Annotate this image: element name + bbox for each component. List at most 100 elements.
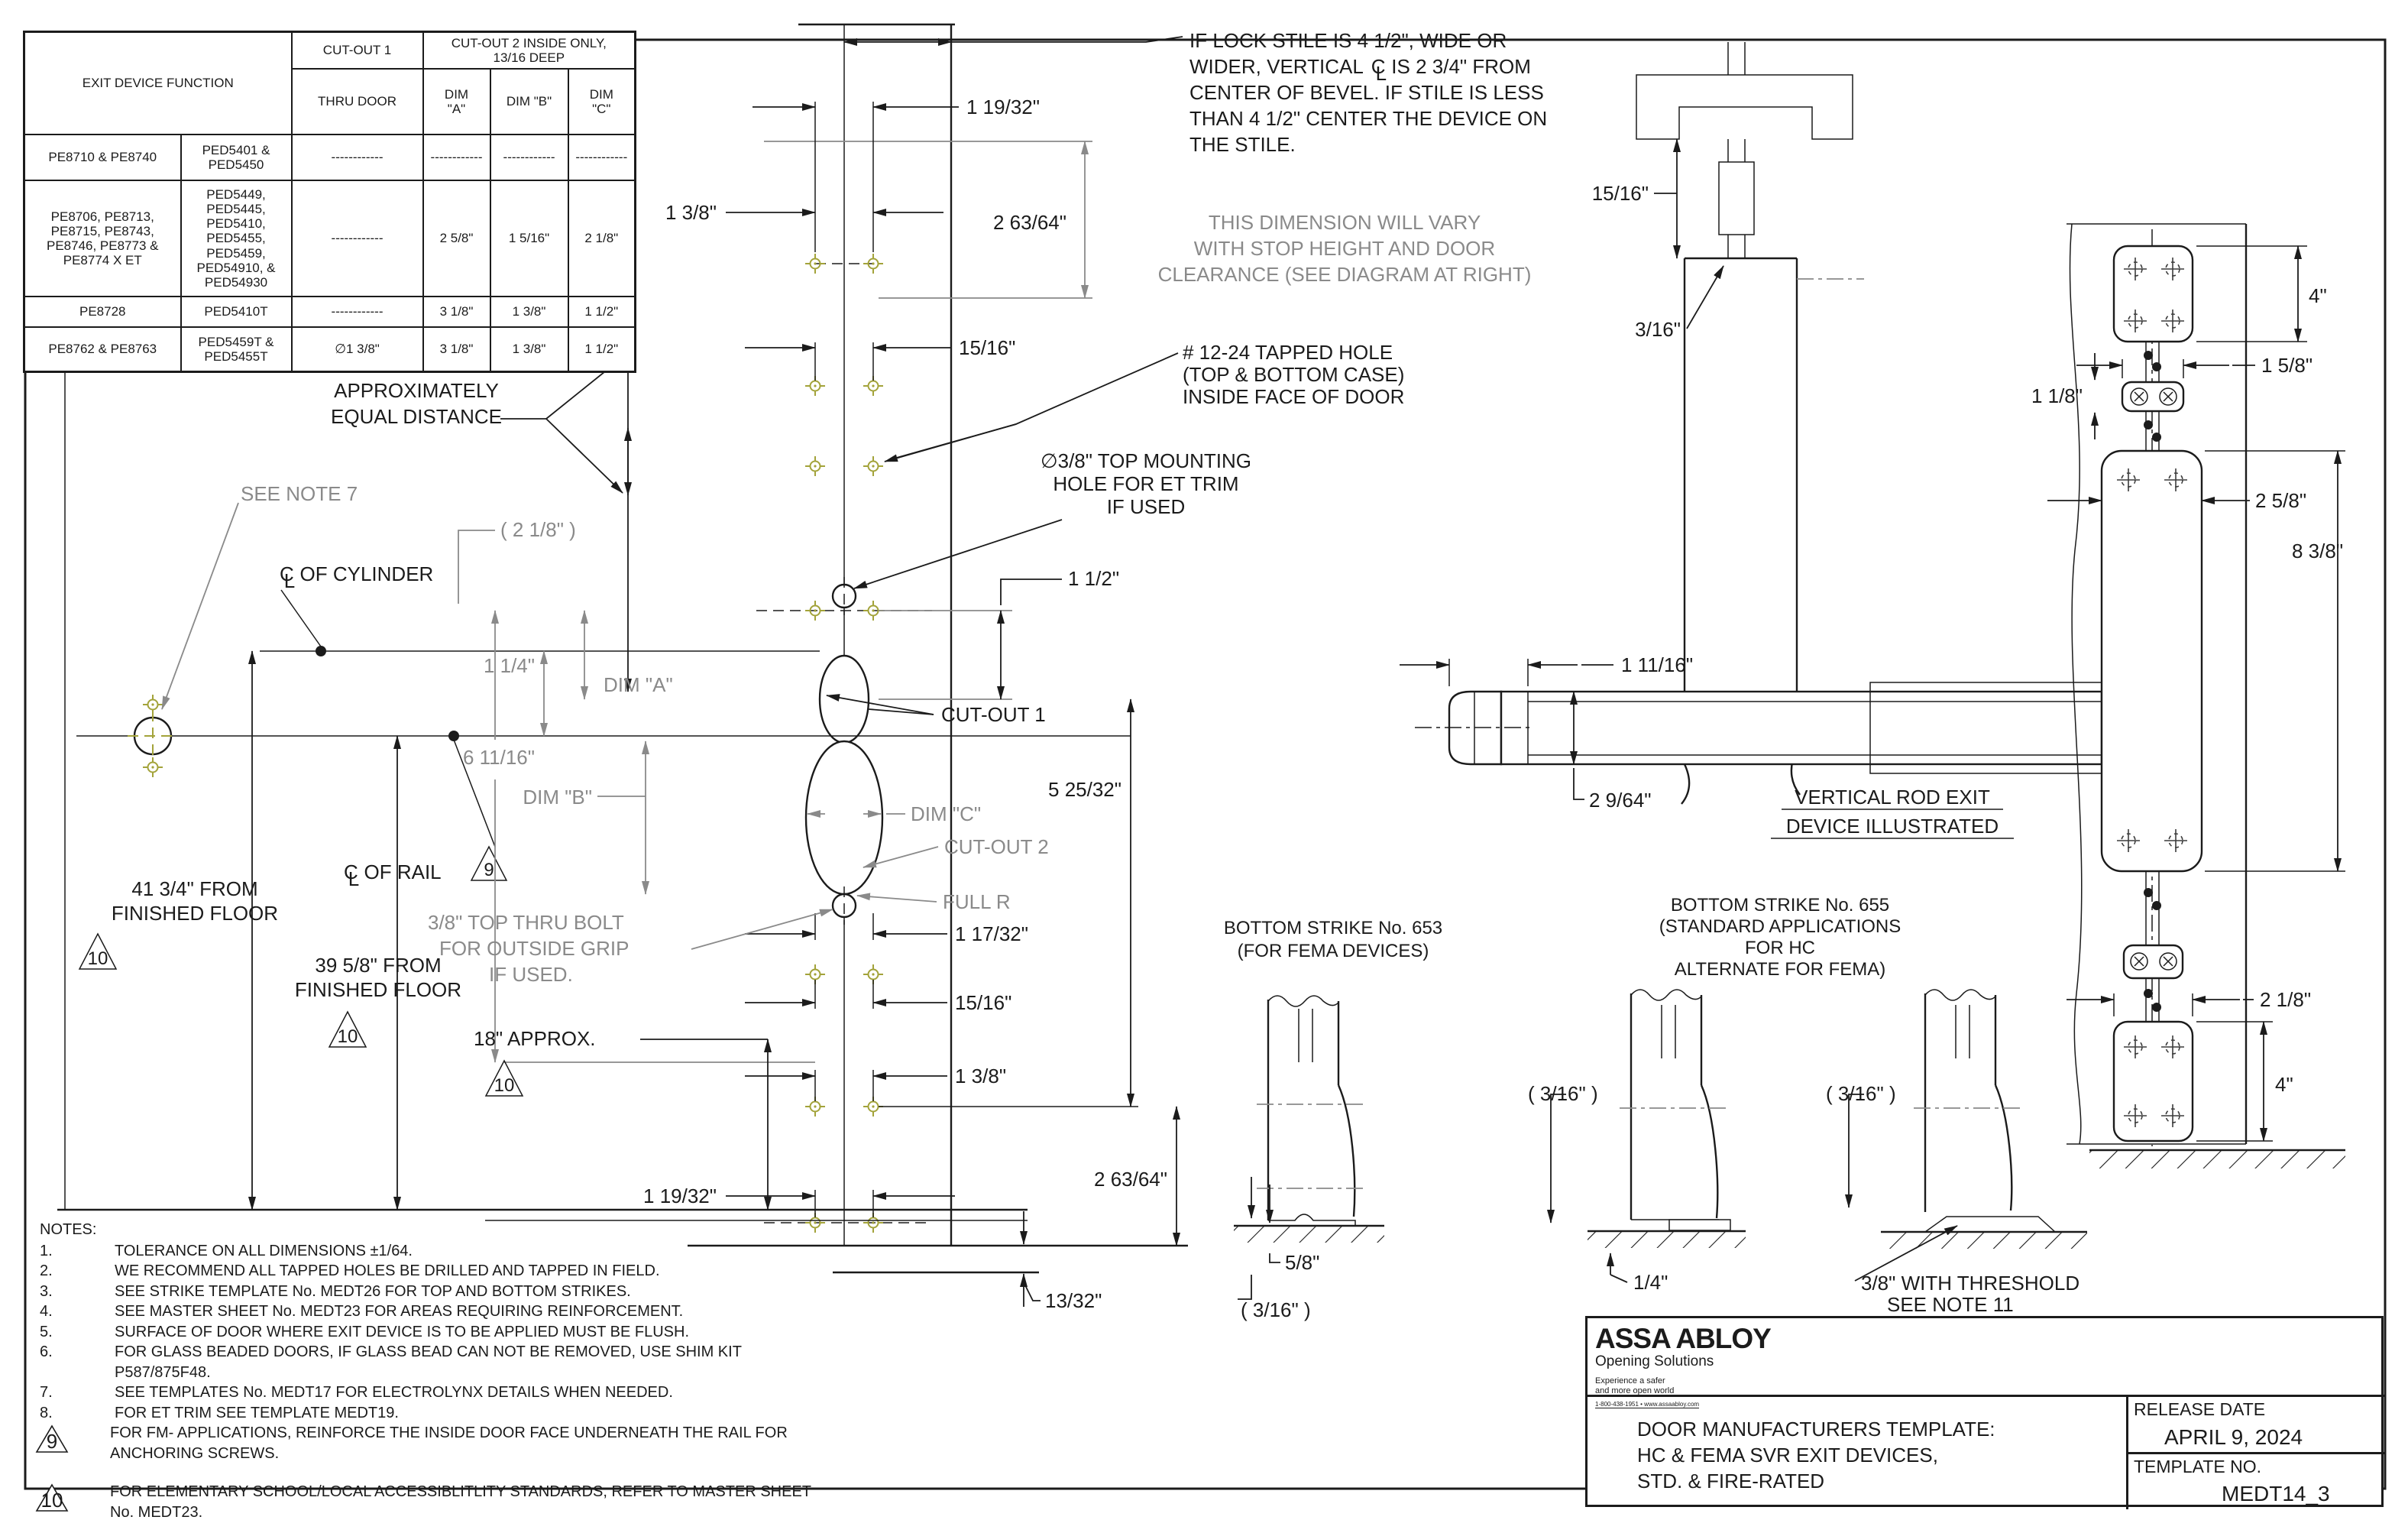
threshold-note-line1: 3/8" WITH THRESHOLD [1861, 1272, 2079, 1295]
cl-of-cylinder-label: CL OF CYLINDER [280, 562, 433, 592]
table-row: PE8706, PE8713, PE8715, PE8743, PE8746, … [23, 180, 636, 297]
note-item-3: 3.SEE STRIKE TEMPLATE No. MEDT26 FOR TOP… [40, 1282, 631, 1300]
mounting-hole-icon [863, 253, 884, 274]
mounting-hole-icon [804, 455, 826, 477]
tapped-hole-line3: INSIDE FACE OF DOOR [1183, 385, 1404, 408]
threshold-note-line2: SEE NOTE 11 [1887, 1293, 2014, 1316]
cutout1-label: CUT-OUT 1 [941, 703, 1046, 726]
approx-equal-line1: APPROXIMATELY [334, 379, 499, 402]
door-edge-wavy [2069, 223, 2083, 1145]
floor39-line2: FINISHED FLOOR [295, 978, 461, 1001]
svg-text:10: 10 [88, 948, 108, 969]
rail-side-view: 1 11/16" 2 9/64" VERTICAL ROD EXIT DEVIC… [1400, 653, 2103, 839]
triangle-marker-10c: 10 [484, 1059, 524, 1097]
thrubolt-line2: FOR OUTSIDE GRIP [439, 937, 629, 960]
full-r-label: FULL R [943, 890, 1011, 913]
bottom-strike-655: BOTTOM STRIKE No. 655 (STANDARD APPLICAT… [1528, 895, 2087, 1316]
note-item-7: 7.SEE TEMPLATES No. MEDT17 FOR ELECTROLY… [40, 1384, 673, 1401]
strike653-dim-3-16: ( 3/16" ) [1241, 1298, 1311, 1321]
strike655-dim-3-16-b: ( 3/16" ) [1826, 1082, 1896, 1105]
threshold-profile [1887, 1216, 2056, 1233]
thrubolt-line1: 3/8" TOP THRU BOLT [428, 911, 624, 934]
header-cutout1: CUT-OUT 1 [290, 31, 424, 70]
approx-equal-line2: EQUAL DISTANCE [331, 405, 502, 428]
note-item-1: 1.TOLERANCE ON ALL DIMENSIONS ±1/64. [40, 1242, 413, 1259]
strike653-dim-5-8: 5/8" [1285, 1251, 1319, 1274]
mounting-hole-icon [804, 253, 826, 274]
floor41-line1: 41 3/4" FROM [131, 877, 257, 900]
vertical-rod-caption1: VERTICAL ROD EXIT [1795, 786, 1990, 809]
mounting-hole-icon [863, 455, 884, 477]
lock-stile-l4: THAN 4 1/2" CENTER THE DEVICE ON [1189, 107, 1547, 130]
vrod-dim-2-1-8: 2 1/8" [2260, 988, 2311, 1011]
floor39-line1: 39 5/8" FROM [315, 954, 441, 977]
bottom-rod-plate [2112, 1020, 2194, 1142]
brand-name: ASSA ABLOY [1595, 1323, 1772, 1354]
dim-c-label: DIM "C" [911, 802, 981, 825]
strike-653-foot [1268, 1214, 1356, 1226]
vrod-dim-8-3-8: 8 3/8" [2292, 540, 2343, 562]
lock-stile-note: IF LOCK STILE IS 4 1/2", WIDE OR WIDER, … [1189, 29, 1547, 156]
header-cutout2: CUT-OUT 2 INSIDE ONLY,13/16 DEEP [422, 31, 636, 70]
top-latch-case [1718, 161, 1755, 235]
svg-text:10: 10 [41, 1489, 63, 1512]
rail-dim-1-11-16: 1 11/16" [1621, 653, 1693, 676]
brand-sub: Opening Solutions [1595, 1353, 1714, 1369]
note-item-4: 4.SEE MASTER SHEET No. MEDT23 FOR AREAS … [40, 1303, 684, 1320]
thrubolt-line3: IF USED. [489, 963, 573, 986]
note-item-10: 10 FOR ELEMENTARY SCHOOL/LOCAL ACCESSIBL… [35, 1482, 827, 1520]
strike653-title2: (FOR FEMA DEVICES) [1238, 941, 1429, 961]
etmount-line3: IF USED [1107, 495, 1186, 518]
header-dim-b: DIM "B" [489, 68, 569, 135]
dim-1-3-8-low: 1 3/8" [955, 1065, 1006, 1087]
strike655-title1: BOTTOM STRIKE No. 655 [1671, 895, 1889, 916]
template-no-label: TEMPLATE NO. [2134, 1457, 2261, 1476]
approx18-label: 18" APPROX. [474, 1027, 596, 1050]
notes-block: NOTES: 1.TOLERANCE ON ALL DIMENSIONS ±1/… [35, 1220, 827, 1520]
lock-stile-l5: THE STILE. [1189, 133, 1296, 156]
rail-cl-dot [448, 731, 459, 741]
dim-6-11-16: 6 11/16" [463, 746, 535, 769]
dim-a-label: DIM "A" [604, 673, 673, 696]
floor41-line2: FINISHED FLOOR [112, 902, 278, 925]
dim-b-label: DIM "B" [523, 786, 592, 809]
header-function: EXIT DEVICE FUNCTION [23, 31, 293, 135]
template-no-value: MEDT14_3 [2222, 1482, 2330, 1505]
tapped-hole-line2: (TOP & BOTTOM CASE) [1183, 363, 1404, 386]
strike655-dim-3-16-a: ( 3/16" ) [1528, 1082, 1598, 1105]
rail-dim-2-9-64: 2 9/64" [1589, 789, 1652, 812]
mounting-hole-icon [142, 694, 163, 715]
dim-2-63-64-top: 2 63/64" [993, 211, 1066, 234]
vrod-dim-1-1-8: 1 1/8" [2031, 384, 2083, 407]
frame-dim-3-16: 3/16" [1635, 318, 1681, 341]
triangle-marker-10a: 10 [78, 932, 118, 970]
top-rod-plate [2112, 245, 2194, 343]
strike653-title1: BOTTOM STRIKE No. 653 [1224, 918, 1442, 938]
dim-1-19-32-low: 1 19/32" [643, 1185, 717, 1207]
vertical-rod-device: 4" 1 5/8" 1 1/8" 2 5/8" 8 3/8" 2 1/8" 4" [2031, 223, 2345, 1168]
cutout2-ellipse [804, 740, 884, 896]
svg-text:10: 10 [338, 1026, 358, 1047]
vrod-dim-4-top: 4" [2309, 284, 2327, 307]
see-note7-label: SEE NOTE 7 [241, 482, 358, 505]
bottom-strike-653: BOTTOM STRIKE No. 653 (FOR FEMA DEVICES)… [1224, 918, 1442, 1321]
dim-15-16-low: 15/16" [955, 991, 1011, 1014]
vrod-dim-1-5-8: 1 5/8" [2261, 354, 2313, 377]
strike655-title2: (STANDARD APPLICATIONS [1659, 916, 1901, 937]
note9-triangle-icon: 9 [35, 1423, 70, 1454]
etmount-line2: HOLE FOR ET TRIM [1053, 472, 1238, 495]
mounting-hole-icon [142, 757, 163, 778]
svg-text:9: 9 [47, 1430, 57, 1453]
strike655-title3: FOR HC [1745, 938, 1815, 958]
lock-stile-l3: CENTER OF BEVEL. IF STILE IS LESS [1189, 81, 1544, 104]
note-item-5: 5.SURFACE OF DOOR WHERE EXIT DEVICE IS T… [40, 1323, 690, 1340]
header-thru-door: THRU DOOR [290, 68, 424, 135]
exit-device-table: EXIT DEVICE FUNCTION CUT-OUT 1 CUT-OUT 2… [23, 31, 637, 373]
dim-1-1-4: 1 1/4" [484, 654, 535, 677]
